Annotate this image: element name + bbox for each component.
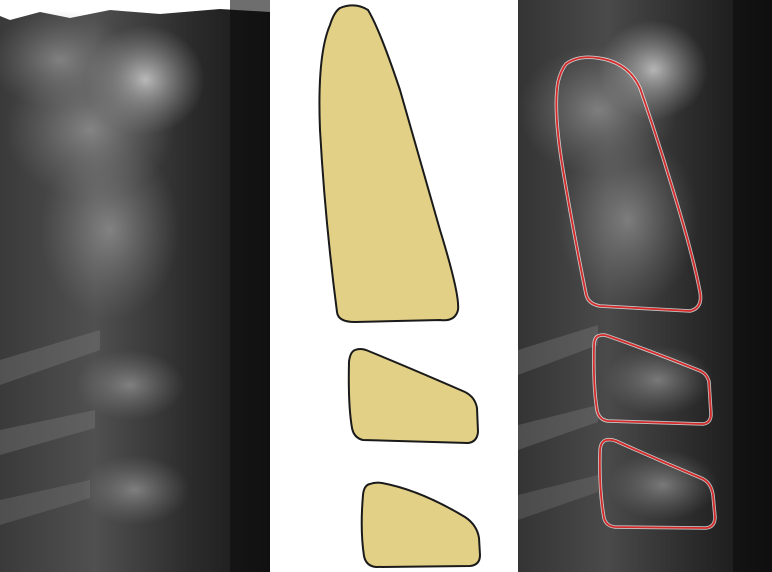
diagram-svg	[300, 0, 500, 572]
radiograph-right-image	[518, 0, 772, 572]
c4-body-shape	[362, 483, 480, 567]
c2-body-shape	[319, 5, 458, 322]
radiograph-left	[0, 0, 270, 572]
radiograph-left-image	[0, 0, 270, 572]
radiograph-right	[518, 0, 772, 572]
outline-diagram	[300, 0, 500, 572]
c3-body-shape	[349, 349, 478, 443]
